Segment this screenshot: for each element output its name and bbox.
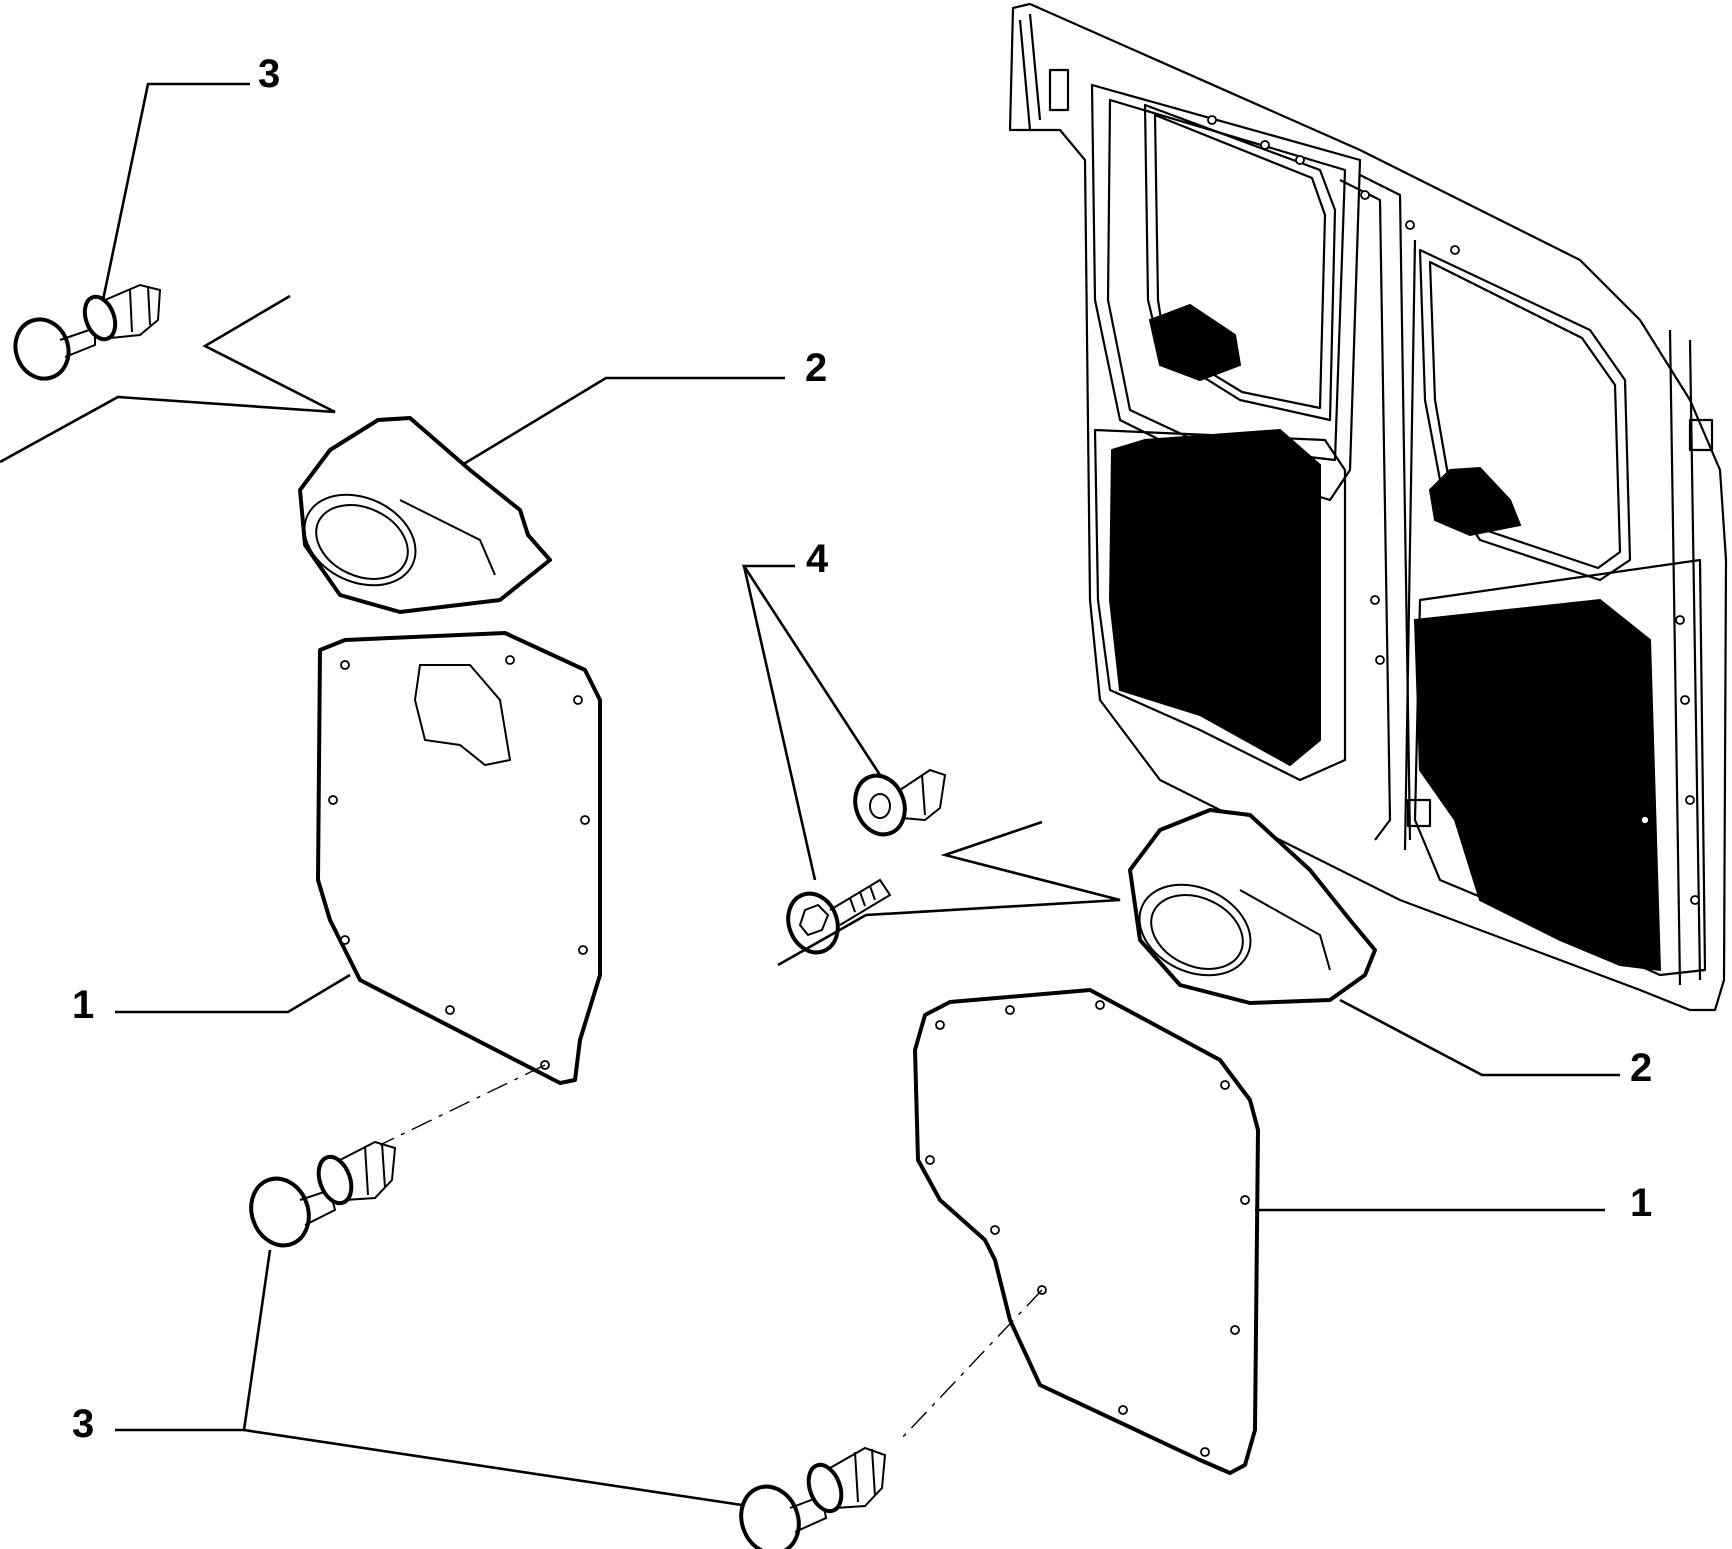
callout-bottom-clips: 3 [72, 1402, 94, 1446]
torx-screw [786, 878, 892, 955]
callout-left-panel: 1 [72, 983, 94, 1027]
frame-holes [1207, 115, 1700, 905]
push-clip-center [853, 768, 947, 837]
leader-right-cap [1339, 998, 1620, 1077]
trim-panel-left [316, 631, 602, 1085]
callout-center-fasteners: 4 [806, 537, 829, 581]
push-clip-bottom-right [739, 1446, 887, 1549]
mounting-line-left [379, 1064, 546, 1146]
mounting-line-right [899, 1289, 1043, 1441]
leader-left-cap [461, 376, 785, 467]
break-line-left [0, 294, 336, 464]
callout-left-top-clip: 3 [258, 52, 280, 96]
push-clip-top-left [13, 283, 162, 381]
leader-bottom-clips-b [243, 1428, 743, 1507]
leader-left-top-clip [101, 82, 250, 301]
trim-panel-right [913, 988, 1260, 1475]
leader-center-fasteners-b [741, 564, 882, 776]
speaker-cap-right [1128, 808, 1377, 1005]
vehicle-side-frame [1008, 2, 1728, 1012]
speaker-cap-left [298, 416, 552, 614]
push-clip-bottom-left [249, 1140, 397, 1248]
leader-center-fasteners-a [742, 565, 817, 881]
leader-bottom-clips [115, 1249, 272, 1432]
callout-right-panel: 1 [1630, 1181, 1652, 1225]
callout-right-cap: 2 [1630, 1046, 1652, 1090]
callout-left-cap: 2 [805, 346, 827, 390]
break-line-right [777, 820, 1121, 967]
leader-left-panel [115, 973, 351, 1014]
